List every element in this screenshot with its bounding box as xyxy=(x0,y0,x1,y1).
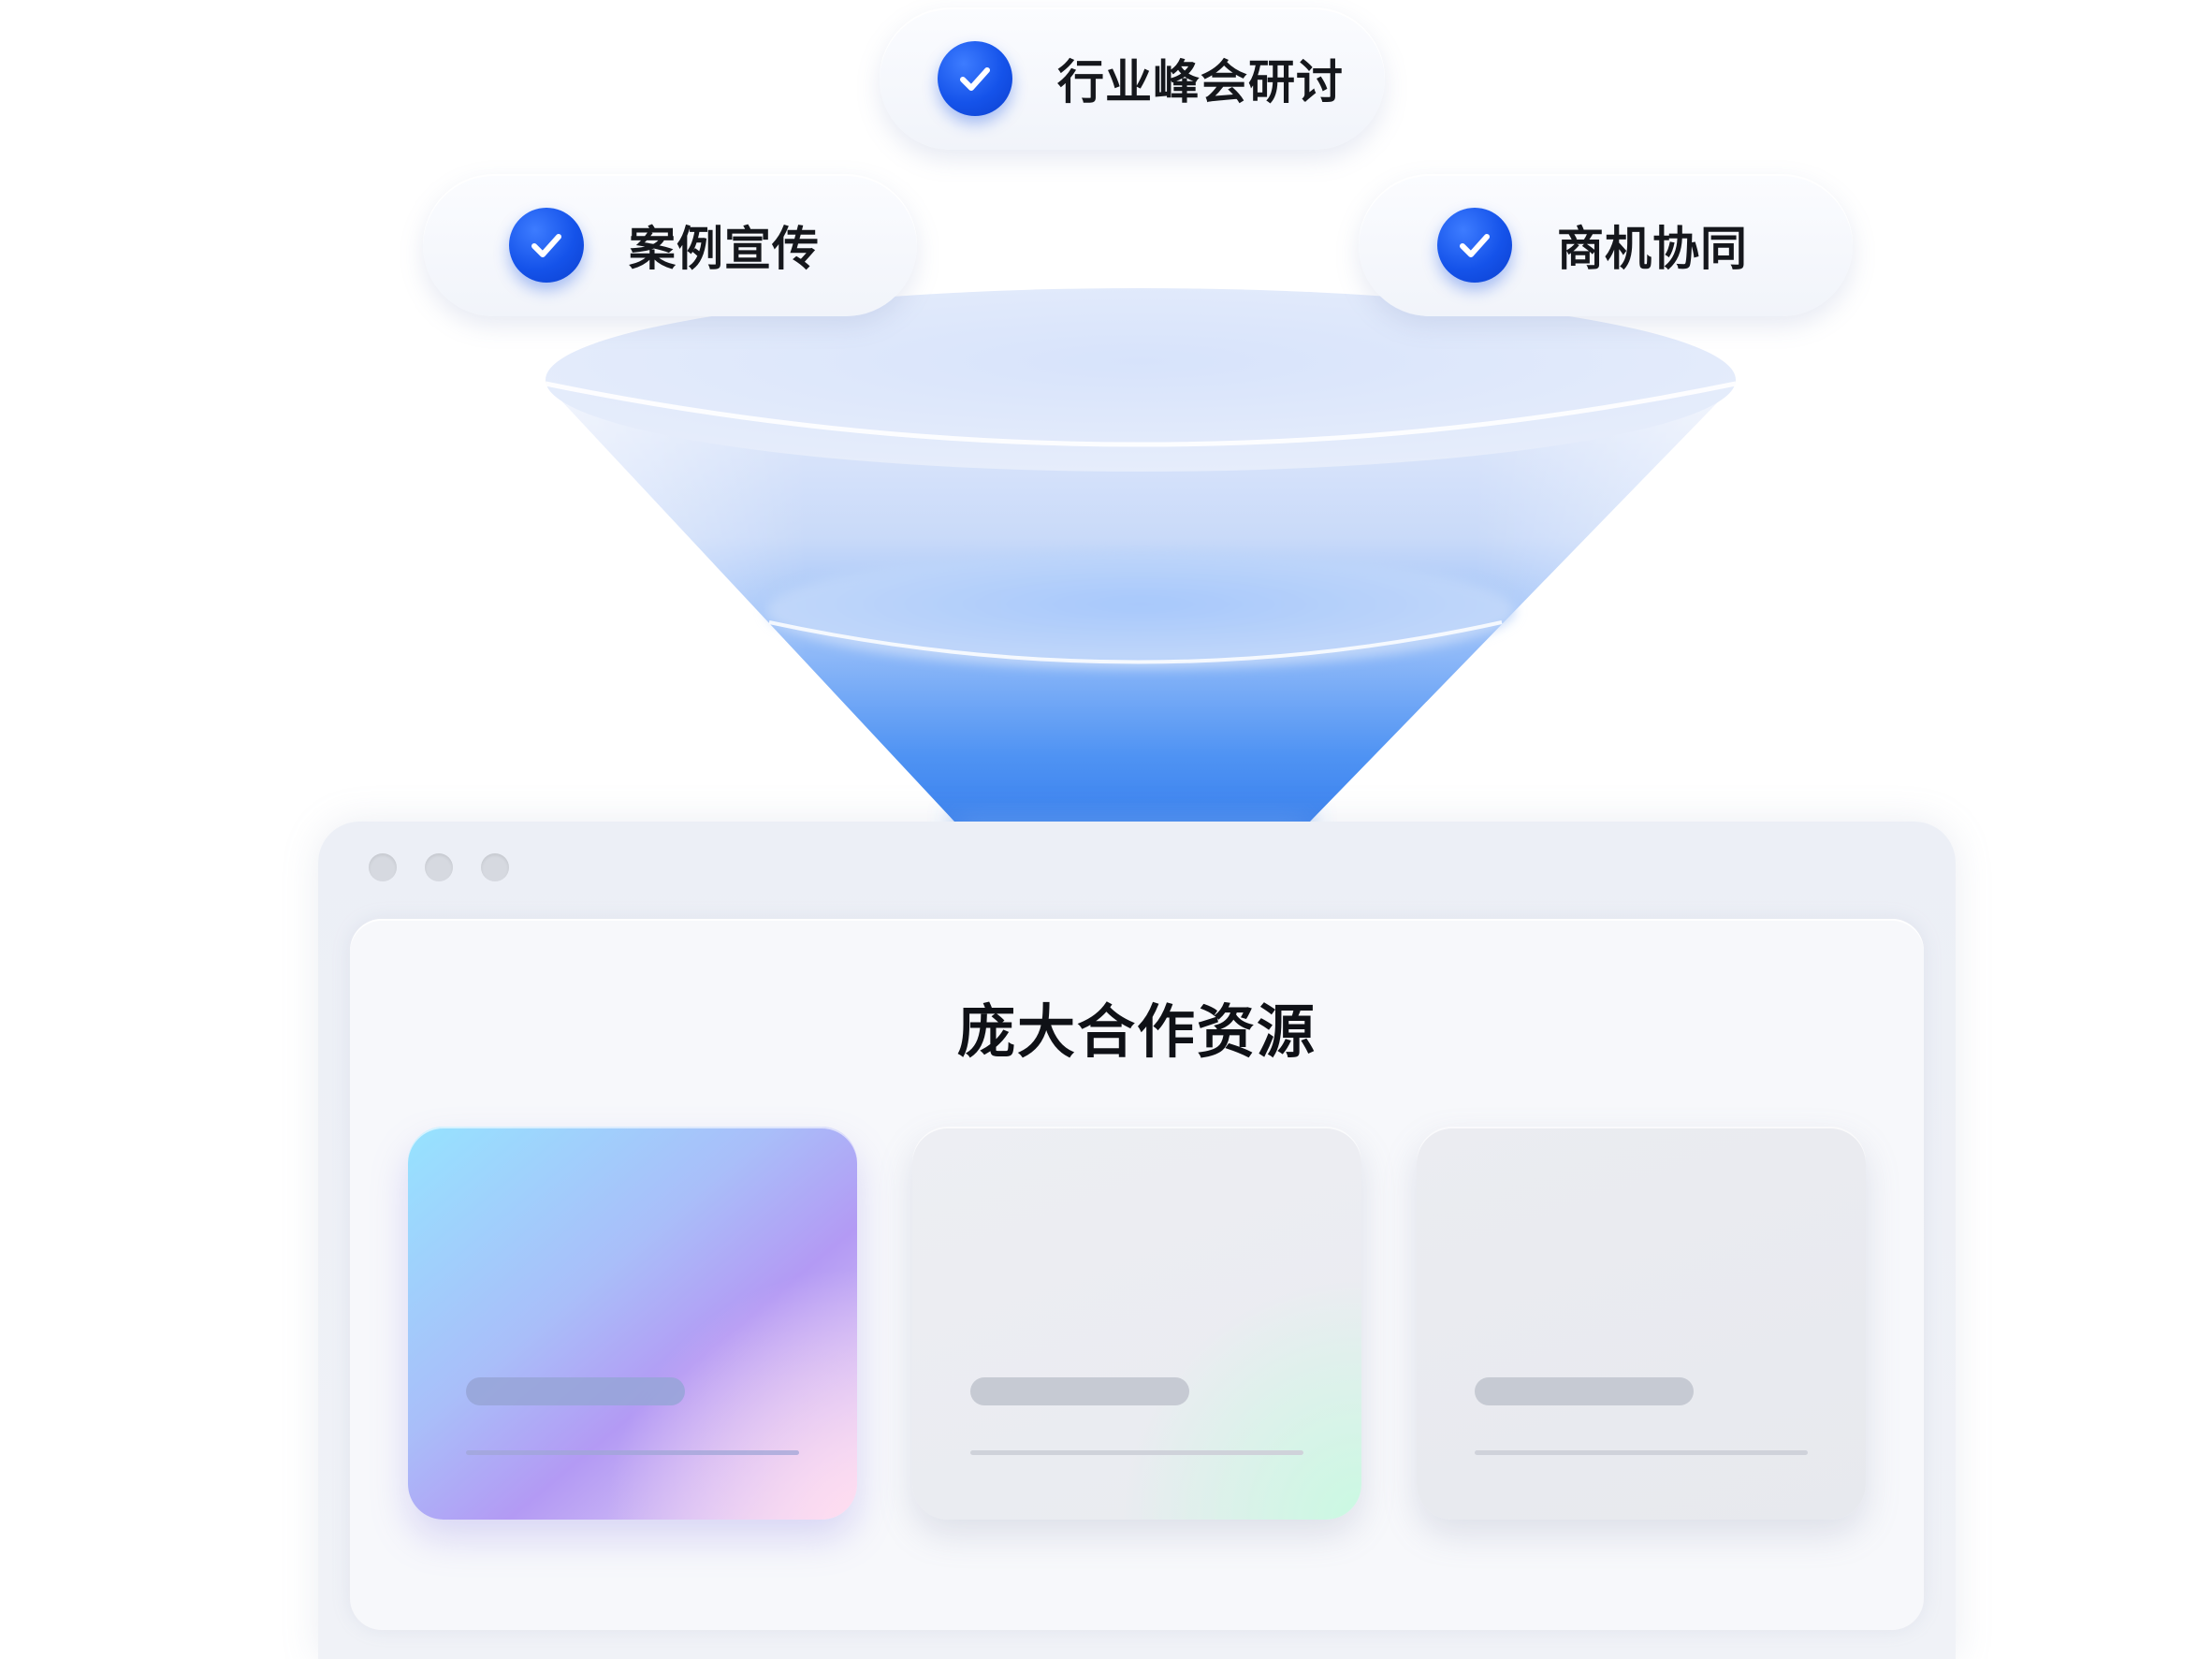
resource-card-grey-2 xyxy=(1417,1127,1866,1520)
pill-label: 行业峰会研讨 xyxy=(1057,55,1344,109)
window-panel: 庞大合作资源 xyxy=(350,919,1924,1630)
window-title: 庞大合作资源 xyxy=(956,997,1317,1066)
check-circle-icon xyxy=(509,208,584,283)
window-dot xyxy=(369,853,397,881)
pill-case-promotion: 案例宣传 xyxy=(423,174,917,316)
card-placeholder-bar xyxy=(466,1377,685,1405)
card-placeholder-line xyxy=(970,1450,1303,1455)
card-placeholder-bar xyxy=(1475,1377,1694,1405)
card-placeholder-line xyxy=(466,1450,799,1455)
check-circle-icon xyxy=(938,41,1012,116)
resource-card-gradient xyxy=(408,1127,857,1520)
check-circle-icon xyxy=(1437,208,1512,283)
pill-industry-summit: 行业峰会研讨 xyxy=(880,7,1385,150)
card-placeholder-line xyxy=(1475,1450,1808,1455)
card-placeholder-bar xyxy=(970,1377,1189,1405)
pill-business-collaboration: 商机协同 xyxy=(1359,174,1853,316)
resource-card-grey xyxy=(912,1127,1361,1520)
pill-label: 案例宣传 xyxy=(629,222,820,276)
window-dot xyxy=(481,853,509,881)
pill-label: 商机协同 xyxy=(1557,222,1748,276)
resource-window: 庞大合作资源 xyxy=(318,822,1956,1659)
window-dot xyxy=(425,853,453,881)
